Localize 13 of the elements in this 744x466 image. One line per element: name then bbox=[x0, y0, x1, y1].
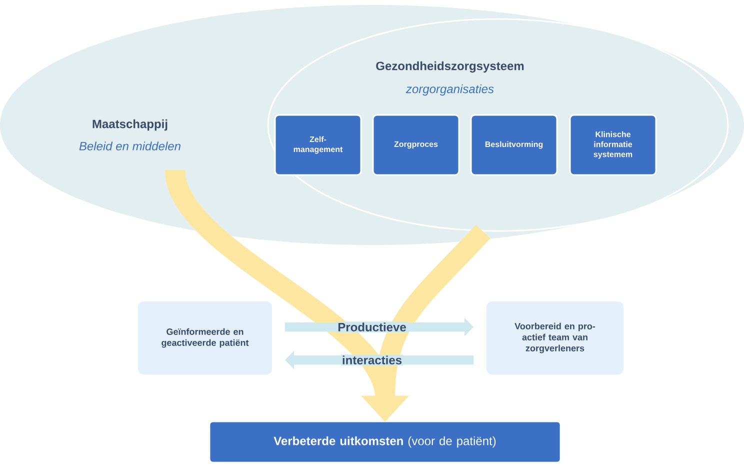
outcome-bar: Verbeterde uitkomsten (voor de patiënt) bbox=[210, 422, 560, 462]
edge-label: interacties bbox=[341, 354, 404, 366]
heading: Maatschappij bbox=[92, 119, 168, 131]
component-box: Zorgproces bbox=[372, 114, 460, 176]
subheading: zorgorganisaties bbox=[406, 84, 494, 96]
component-box: Besluitvorming bbox=[470, 114, 558, 176]
actor-box: Voorbereid en pro- actief team van zorgverleners bbox=[486, 300, 624, 376]
subheading: Beleid en middelen bbox=[79, 142, 180, 150]
component-box: Zelf- management bbox=[274, 114, 362, 176]
actor-box: Geïnformeerde en geactiveerde patiënt bbox=[137, 300, 273, 376]
heading: Gezondheidszorgsysteem bbox=[376, 61, 524, 73]
component-box: Klinische informatie systemem bbox=[569, 114, 657, 176]
edge-label: Productieve bbox=[336, 322, 408, 332]
